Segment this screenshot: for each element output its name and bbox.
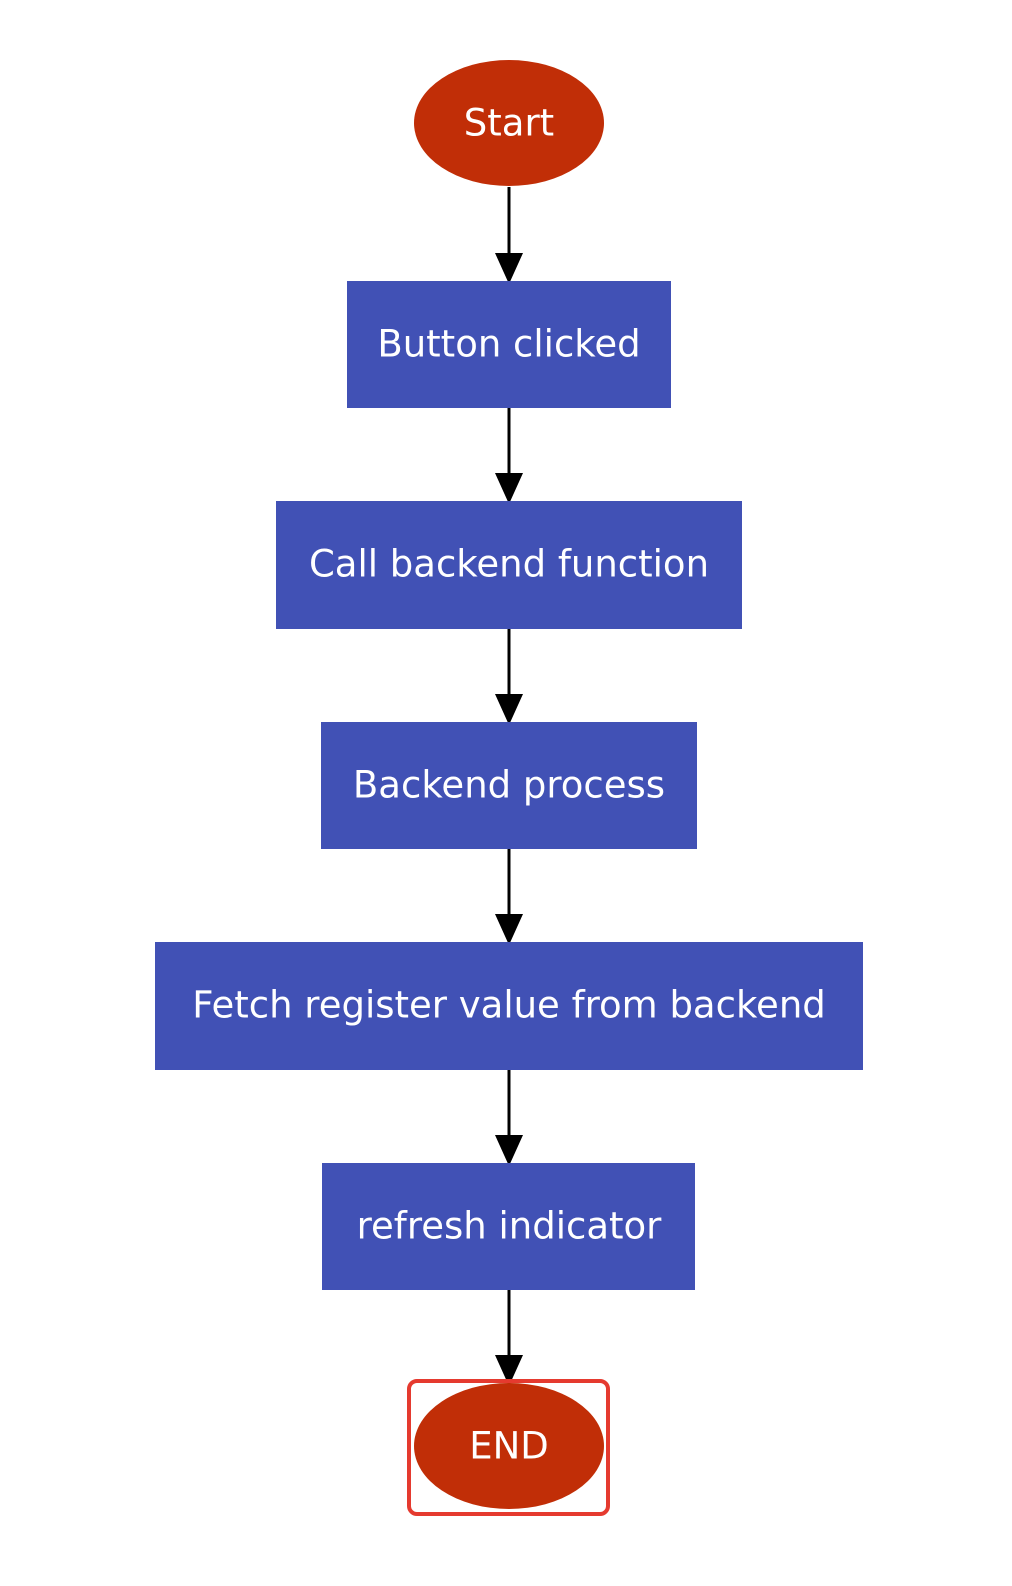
call-backend-node-label: Call backend function xyxy=(309,543,709,586)
fetch-register-node-label: Fetch register value from backend xyxy=(192,984,826,1027)
backend-process-node-label: Backend process xyxy=(353,764,665,807)
arrowhead-icon xyxy=(495,1355,523,1386)
end-node-label: END xyxy=(469,1425,549,1468)
button-clicked-node[interactable]: Button clicked xyxy=(347,281,671,408)
start-node-shape xyxy=(414,60,604,186)
backend-process-node-shape xyxy=(321,722,697,849)
call-backend-node-shape xyxy=(276,501,742,629)
refresh-indicator-node-label: refresh indicator xyxy=(357,1205,662,1248)
edge-start-to-button-clicked xyxy=(495,187,523,284)
end-node-shape xyxy=(414,1383,604,1509)
button-clicked-node-label: Button clicked xyxy=(377,323,640,366)
button-clicked-node-shape xyxy=(347,281,671,408)
start-node-label: Start xyxy=(464,102,554,145)
edge-fetch-register-to-refresh-indicator xyxy=(495,1069,523,1166)
fetch-register-node[interactable]: Fetch register value from backend xyxy=(155,942,863,1070)
arrowhead-icon xyxy=(495,473,523,504)
edge-button-clicked-to-call-backend xyxy=(495,407,523,504)
edge-call-backend-to-backend-process xyxy=(495,628,523,725)
arrowhead-icon xyxy=(495,253,523,284)
arrowhead-icon xyxy=(495,694,523,725)
arrowhead-icon xyxy=(495,1135,523,1166)
call-backend-node[interactable]: Call backend function xyxy=(276,501,742,629)
fetch-register-node-shape xyxy=(155,942,863,1070)
edge-refresh-indicator-to-end xyxy=(495,1289,523,1386)
start-node[interactable]: Start xyxy=(414,60,604,186)
backend-process-node[interactable]: Backend process xyxy=(321,722,697,849)
refresh-indicator-node[interactable]: refresh indicator xyxy=(322,1163,695,1290)
edges xyxy=(495,187,523,1386)
refresh-indicator-node-shape xyxy=(322,1163,695,1290)
selection-outline xyxy=(407,1379,610,1516)
edge-backend-process-to-fetch-register xyxy=(495,848,523,945)
end-node[interactable]: END xyxy=(407,1379,610,1516)
arrowhead-icon xyxy=(495,914,523,945)
